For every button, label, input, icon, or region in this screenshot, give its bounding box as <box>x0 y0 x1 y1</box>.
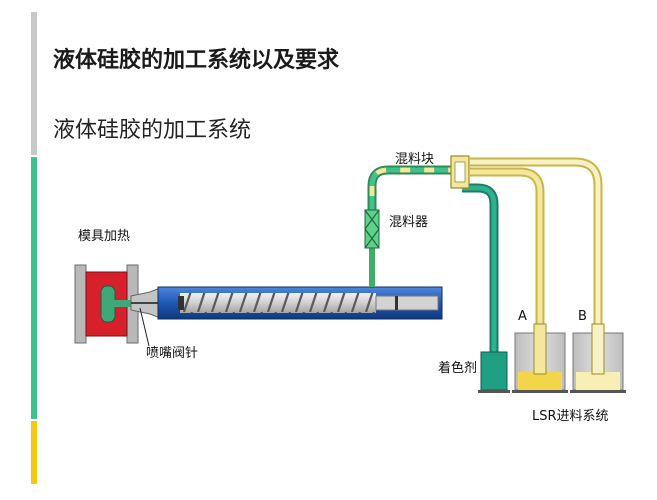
slide-title: 液体硅胶的加工系统以及要求 <box>53 48 340 73</box>
label-nozzle-valve: 喷嘴阀针 <box>146 346 198 361</box>
static-mixer <box>364 209 380 249</box>
colorant-container <box>478 351 510 393</box>
label-tank-a: A <box>518 309 527 324</box>
accent-bar-green <box>31 157 37 419</box>
lsr-tank-a <box>512 323 568 393</box>
accent-bar-yellow <box>31 421 37 484</box>
lsr-tank-b <box>570 323 626 393</box>
slide-subtitle: 液体硅胶的加工系统 <box>53 118 252 143</box>
mold <box>74 264 139 344</box>
injection-barrel <box>157 286 443 320</box>
label-colorant: 着色剂 <box>438 360 477 376</box>
label-lsr-feed-system: LSR进料系统 <box>532 409 609 424</box>
label-tank-b: B <box>578 309 587 324</box>
accent-bar-gray <box>31 12 37 155</box>
label-mixing-block: 混料块 <box>395 152 434 167</box>
label-mold-heating: 模具加热 <box>78 229 130 244</box>
nozzle-valve-pointer <box>139 307 150 347</box>
feed-lines <box>367 157 603 352</box>
label-mixer: 混料器 <box>389 215 428 230</box>
